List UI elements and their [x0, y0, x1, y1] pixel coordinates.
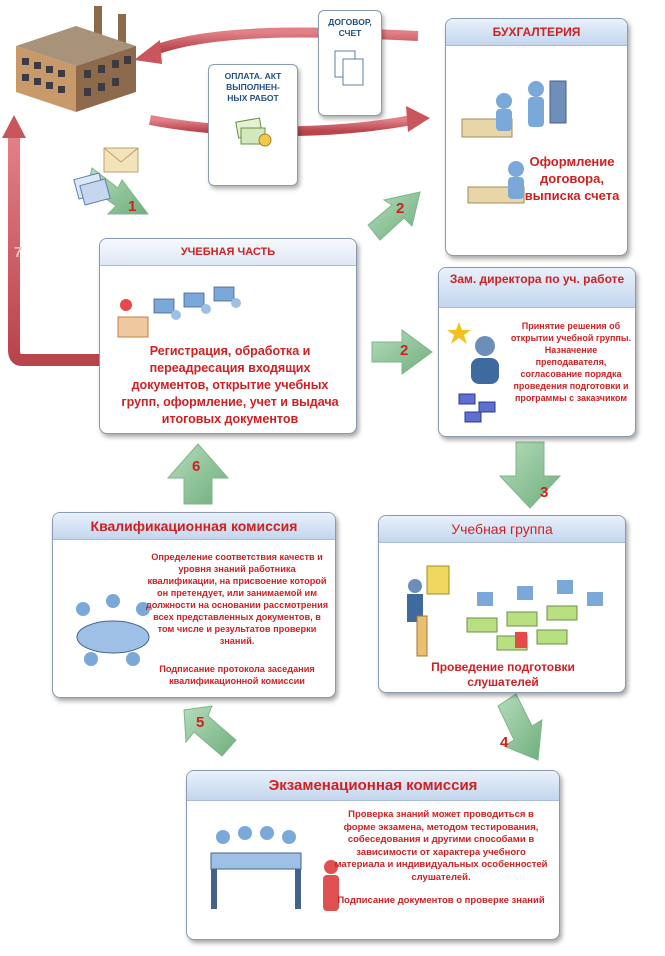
- step-2-upper-label: 2: [396, 200, 405, 217]
- arrow-2-upper: [367, 191, 421, 241]
- arrow-2-middle: [371, 329, 433, 375]
- group-title: Учебная группа: [379, 516, 625, 543]
- envelope-icon: [73, 147, 139, 206]
- training-box: УЧЕБНАЯ ЧАСТЬ Регистрация, обработка и п…: [99, 238, 357, 434]
- contract-box: ДОГОВОР, СЧЕТ: [318, 10, 382, 116]
- exam-text: Проверка знаний может проводиться в форм…: [334, 809, 548, 883]
- meeting-icon: [76, 594, 150, 666]
- factory-icon: [16, 6, 136, 112]
- money-icon: [235, 117, 272, 147]
- arrow-6: [166, 443, 230, 505]
- contract-label: ДОГОВОР, СЧЕТ: [328, 17, 372, 38]
- exam-text2: Подписание документов о проверке знаний: [337, 895, 545, 906]
- deputy-box: Зам. директора по уч. работе Принятие ре…: [438, 267, 636, 437]
- step-3-label: 3: [540, 484, 549, 501]
- qualification-text1: Определение соответствия качеств и уровн…: [145, 552, 329, 646]
- exam-title: Экзаменационная комиссия: [187, 771, 559, 801]
- qualification-box: Квалификационная комиссия Определение со…: [52, 512, 336, 698]
- exam-box: Экзаменационная комиссия Проверка знаний…: [186, 770, 560, 940]
- office-workers-icon: [117, 286, 241, 338]
- manager-icon: [447, 322, 499, 423]
- arrow-7-to-factory: [2, 115, 100, 366]
- group-box: Учебная группа Проведение подготовки слу…: [378, 515, 626, 693]
- training-title: УЧЕБНАЯ ЧАСТЬ: [100, 239, 356, 266]
- office-workers-icon: [461, 80, 567, 204]
- accounting-text: Оформление договора, выписка счета: [524, 154, 620, 203]
- accounting-title: БУХГАЛТЕРИЯ: [446, 19, 627, 46]
- qualification-title: Квалификационная комиссия: [53, 513, 335, 540]
- step-1-label: 1: [128, 198, 137, 215]
- training-text: Регистрация, обработка и переадресация в…: [121, 344, 339, 426]
- qualification-text2: Подписание протокола заседания квалифика…: [159, 664, 315, 686]
- step-7-label: 7: [14, 244, 23, 261]
- classroom-icon: [407, 565, 603, 657]
- step-4-label: 4: [500, 734, 509, 751]
- step-6-label: 6: [192, 458, 201, 475]
- step-5-label: 5: [196, 714, 205, 731]
- payment-label: ОПЛАТА. АКТ ВЫПОЛНЕН-НЫХ РАБОТ: [224, 71, 282, 103]
- deputy-text: Принятие решения об открытии учебной гру…: [510, 321, 632, 403]
- documents-icon: [334, 50, 364, 86]
- arrow-3: [498, 441, 562, 509]
- exam-committee-icon: [210, 826, 339, 911]
- step-2-middle-label: 2: [400, 342, 409, 359]
- payment-box: ОПЛАТА. АКТ ВЫПОЛНЕН-НЫХ РАБОТ: [208, 64, 298, 186]
- accounting-box: БУХГАЛТЕРИЯ Оформление договора, выписка…: [445, 18, 628, 256]
- group-text: Проведение подготовки слушателей: [431, 660, 575, 689]
- arrow-4: [497, 693, 543, 761]
- deputy-title: Зам. директора по уч. работе: [439, 268, 635, 308]
- arrow-5: [183, 705, 237, 757]
